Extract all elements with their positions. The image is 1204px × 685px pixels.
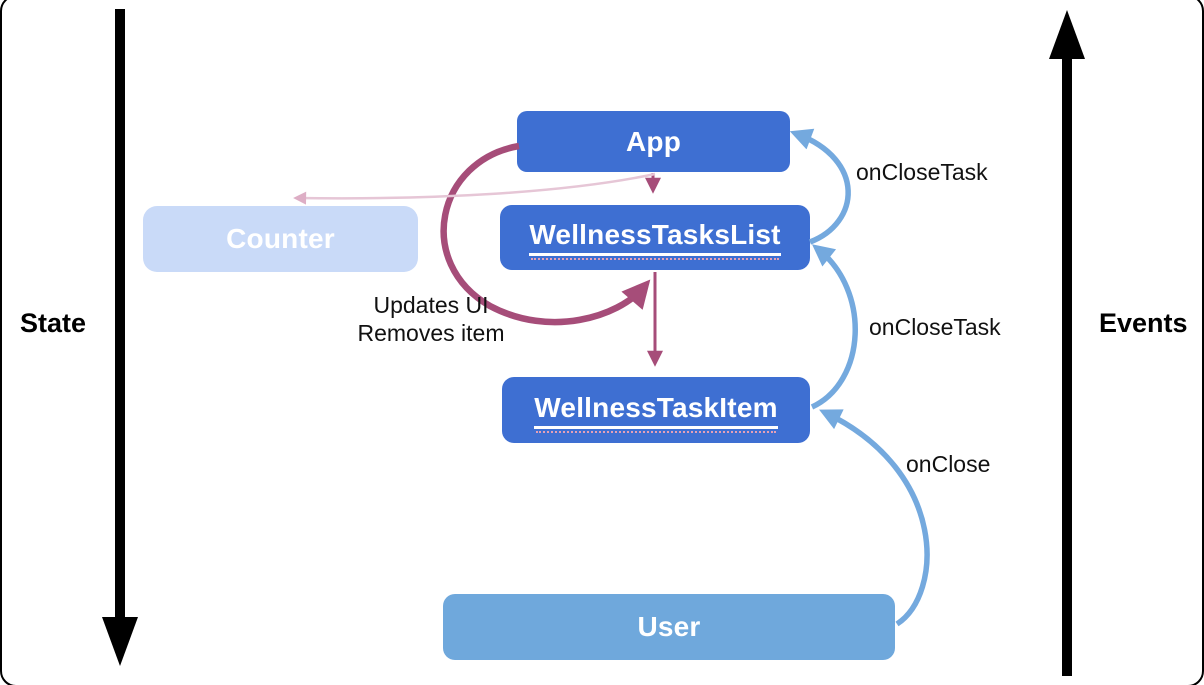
node-counter-label: Counter [226, 223, 335, 254]
events-axis-label: Events [1099, 308, 1188, 338]
state-axis-label: State [20, 308, 87, 338]
node-wellness-tasks-list: WellnessTasksList [500, 205, 810, 270]
node-user-label: User [637, 611, 701, 642]
edge-user-to-item-event [819, 409, 930, 627]
node-wellness-task-item: WellnessTaskItem [502, 377, 810, 443]
node-wellness-task-item-label: WellnessTaskItem [534, 392, 778, 433]
edge-label-onclose: onClose [906, 451, 991, 477]
edge-item-to-list-event [810, 244, 858, 410]
node-wellness-tasks-list-label: WellnessTasksList [529, 219, 781, 260]
node-app: App [517, 111, 790, 172]
edge-app-to-counter [293, 172, 656, 205]
update-loop-note-line2: Removes item [357, 320, 505, 346]
state-axis-arrowhead [102, 617, 138, 666]
edge-label-onclosetask-top: onCloseTask [856, 159, 988, 185]
edge-label-onclosetask-middle: onCloseTask [869, 314, 1001, 340]
update-loop-note-line1: Updates UI [373, 292, 489, 318]
events-axis-arrowhead [1049, 10, 1085, 59]
node-user: User [443, 594, 895, 660]
node-counter: Counter [143, 206, 418, 272]
node-app-label: App [625, 125, 682, 157]
update-loop-note: Updates UI Removes item [331, 291, 531, 347]
